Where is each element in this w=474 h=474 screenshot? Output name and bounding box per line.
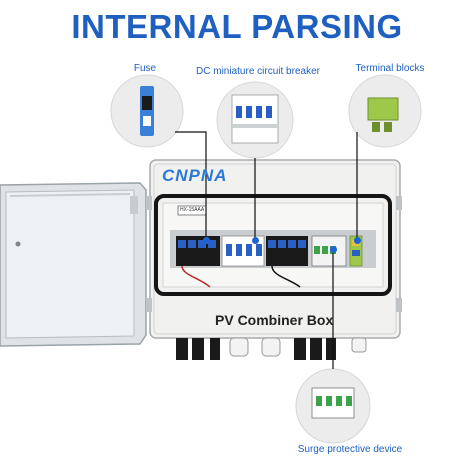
din-tag: HX-15AAA — [180, 207, 205, 213]
fuse-label: Fuse — [133, 63, 157, 74]
terminal-label: Terminal blocks — [355, 63, 425, 74]
breaker-pointer-dot — [252, 237, 259, 244]
terminal-illustration — [348, 74, 422, 148]
spd-label: Surge protective device — [297, 444, 403, 455]
terminal-pointer-dot — [354, 237, 361, 244]
spd-illustration — [295, 368, 371, 444]
fuse-illustration — [110, 74, 184, 148]
product-name: PV Combiner Box — [215, 312, 334, 328]
bottom-connectors — [176, 337, 367, 360]
open-door — [0, 182, 147, 347]
enclosure-body — [146, 159, 402, 339]
page-title: INTERNAL PARSING — [71, 8, 403, 45]
breaker-illustration — [216, 81, 294, 159]
breaker-label: DC miniature circuit breaker — [196, 66, 320, 77]
spd-pointer-dot — [330, 246, 337, 253]
fuse-pointer-dot — [203, 237, 210, 244]
brand-logo: CNPNA — [162, 166, 228, 185]
